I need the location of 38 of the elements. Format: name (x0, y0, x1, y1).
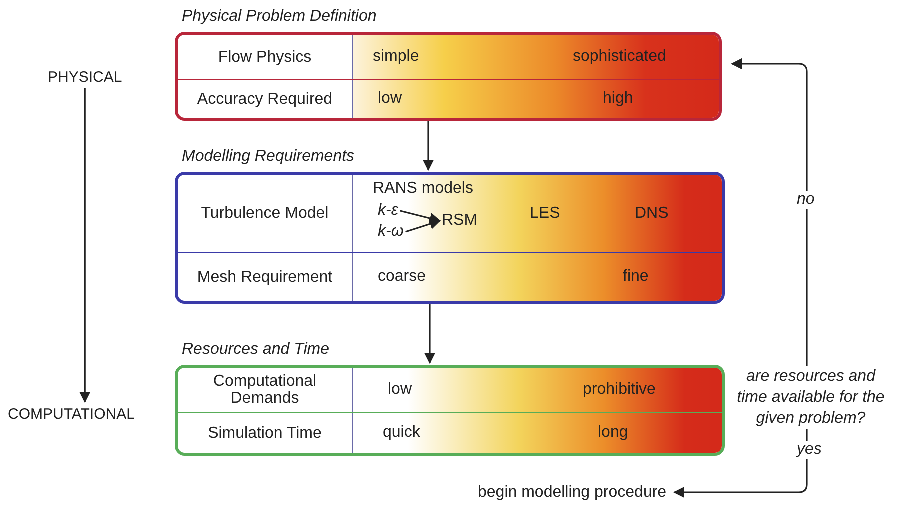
scale-value: LES (530, 204, 560, 222)
model-name: k-ω (378, 223, 404, 241)
arrow (422, 121, 434, 172)
row-label: Flow Physics (178, 35, 353, 79)
arrow (406, 218, 442, 233)
scale-value: long (598, 424, 628, 442)
edge-label: yes (795, 441, 824, 459)
section-heading: Modelling Requirements (182, 148, 355, 166)
section-heading: Resources and Time (182, 341, 330, 359)
arrow (424, 304, 436, 364)
row-label: Accuracy Required (178, 80, 353, 118)
model-name: RSM (442, 212, 478, 230)
section-heading: Physical Problem Definition (182, 8, 377, 26)
scale-end-label: PHYSICAL (48, 67, 122, 88)
arrow (80, 88, 91, 404)
edge-label: no (795, 191, 817, 209)
scale-value: high (603, 90, 634, 108)
scale-value: DNS (635, 204, 669, 222)
scale-value: coarse (378, 268, 426, 286)
scale-value: low (388, 381, 412, 399)
row-label: Computational Demands (178, 368, 353, 412)
scale-value: sophisticated (573, 48, 666, 66)
row-label: Simulation Time (178, 413, 353, 453)
outcome-text: begin modelling procedure (478, 482, 667, 503)
row-label: Mesh Requirement (178, 253, 353, 301)
scale-value: RANS models (373, 180, 474, 198)
scale-value: low (378, 90, 402, 108)
arrow (673, 429, 808, 498)
arrow (400, 210, 442, 224)
model-name: k-ε (378, 202, 398, 220)
scale-value: prohibitive (583, 381, 656, 399)
decision-question: are resources and time available for the given problem? (730, 366, 892, 429)
scale-value: quick (383, 424, 420, 442)
scale-value: simple (373, 48, 420, 66)
arrow (730, 58, 808, 366)
scale-value: fine (623, 268, 649, 286)
row-label: Turbulence Model (178, 175, 353, 252)
scale-end-label: COMPUTATIONAL (8, 404, 135, 425)
